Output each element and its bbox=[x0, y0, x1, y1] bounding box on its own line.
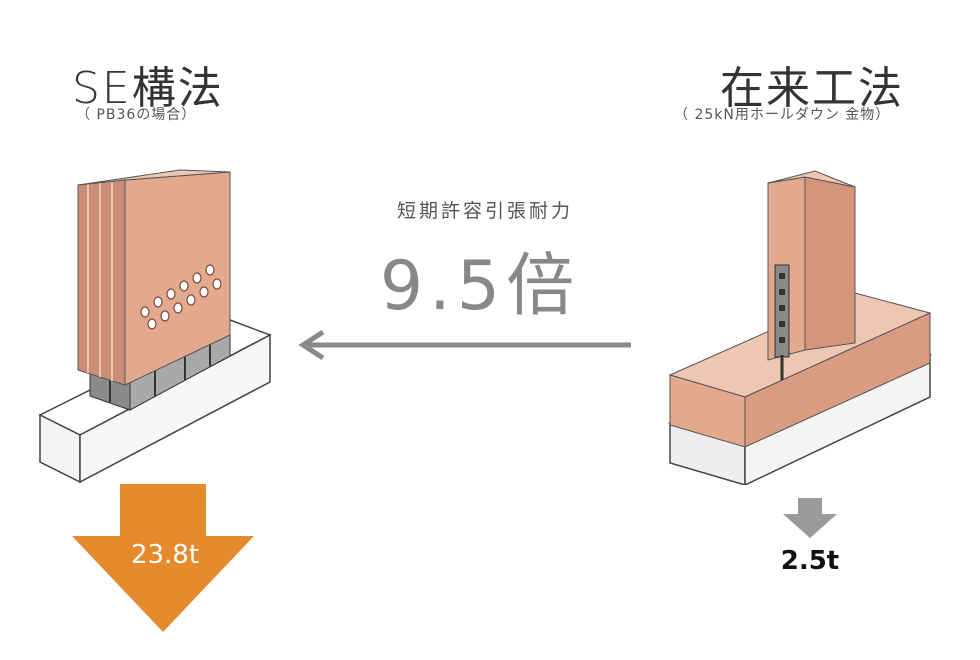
conventional-method-title: 在来工法 bbox=[720, 63, 904, 114]
conventional-load-value: 2.5t bbox=[780, 546, 840, 576]
conventional-holddown-joint-illustration bbox=[667, 170, 933, 485]
comparison-label: 短期許容引張耐力 bbox=[396, 200, 573, 222]
se-method-title: SE構法 bbox=[72, 63, 224, 114]
ratio-value: 9.5倍 bbox=[379, 247, 581, 326]
se-column-joint-illustration bbox=[38, 169, 272, 484]
conventional-method-subtitle: （ 25kN用ホールダウン 金物） bbox=[674, 107, 891, 123]
arrow-down-icon bbox=[783, 498, 837, 538]
se-load-value: 23.8t bbox=[130, 540, 200, 570]
arrow-down-icon bbox=[72, 484, 254, 632]
se-method-subtitle: （ PB36の場合） bbox=[76, 107, 197, 123]
arrow-left-icon bbox=[298, 330, 631, 360]
